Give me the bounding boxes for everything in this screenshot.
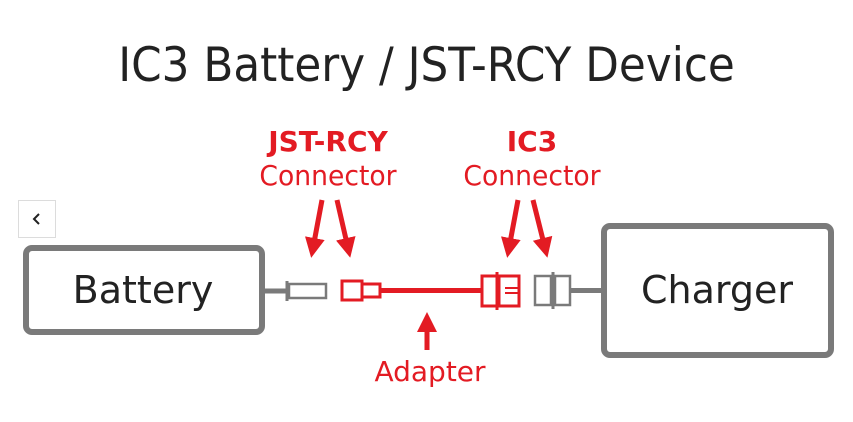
pointer-arrows: [305, 199, 553, 350]
charger-box: Charger: [601, 223, 834, 358]
battery-box: Battery: [23, 245, 265, 335]
arrow-jst-right: [334, 199, 356, 258]
adapter-ic3-end: [480, 272, 521, 310]
adapter-label: Adapter: [374, 355, 486, 388]
jst-rcy-label-line1: JST-RCY: [268, 125, 388, 158]
charger-label: Charger: [641, 268, 793, 312]
back-button[interactable]: [18, 200, 56, 238]
chevron-left-icon: [32, 213, 40, 225]
arrow-ic3-right: [530, 199, 553, 258]
arrow-jst-left: [305, 199, 325, 258]
arrow-ic3-left: [501, 199, 521, 258]
ic3-label-line2: Connector: [463, 159, 601, 192]
page-title: IC3 Battery / JST-RCY Device: [118, 38, 735, 93]
charger-ic3-socket-gray: [533, 272, 572, 309]
jst-rcy-label-line2: Connector: [259, 159, 397, 192]
adapter-jst-rcy-end: [340, 279, 382, 302]
jst-rcy-plug-gray: [285, 281, 328, 301]
jst-rcy-connector-label: JST-RCY Connector: [236, 128, 420, 190]
ic3-label-line1: IC3: [506, 125, 558, 158]
battery-label: Battery: [73, 268, 214, 312]
ic3-connector-label: IC3 Connector: [440, 128, 624, 190]
